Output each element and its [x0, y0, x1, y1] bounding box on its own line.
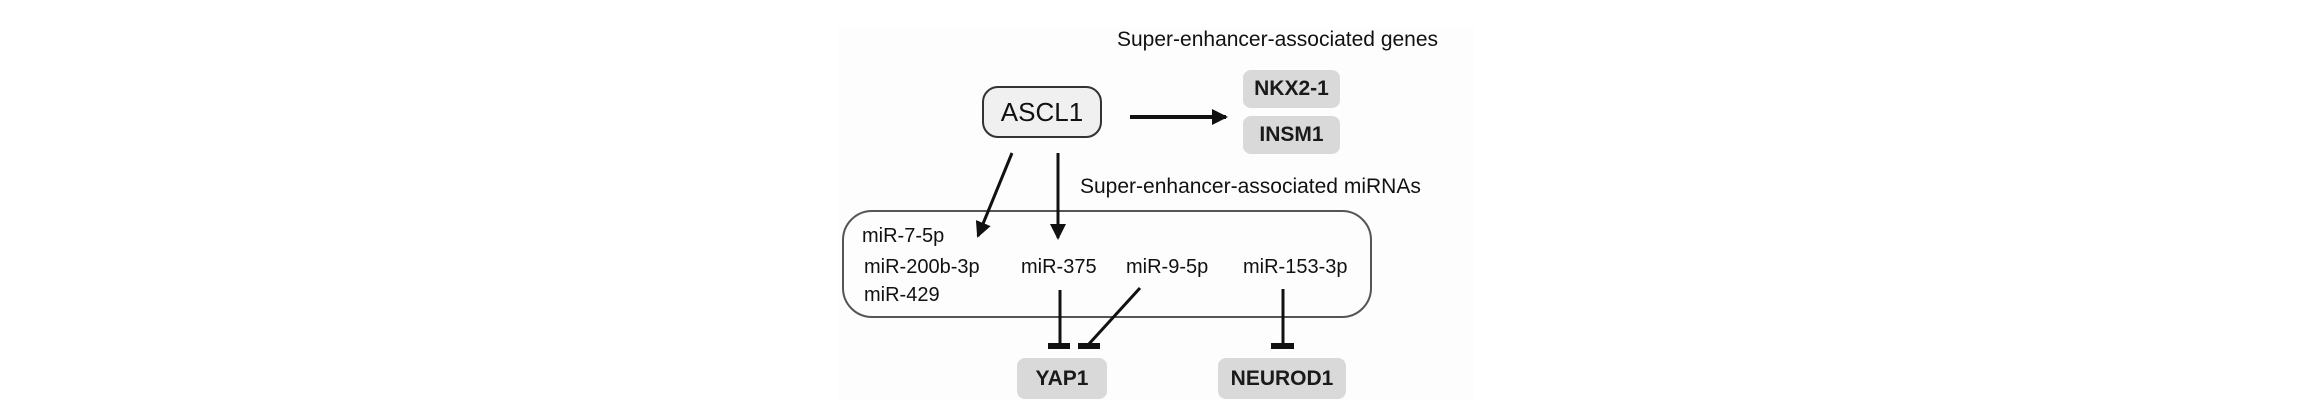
gene-node-neurod1: NEUROD1: [1218, 358, 1346, 399]
mirna-label-mir-429: miR-429: [864, 284, 940, 306]
mirna-label-mir-153-3p: miR-153-3p: [1243, 256, 1348, 278]
mirna-label-mir-375: miR-375: [1021, 256, 1097, 278]
gene-node-insm1: INSM1: [1243, 116, 1340, 154]
figure-panel: [838, 27, 1474, 401]
mirna-label-mir-200b-3p: miR-200b-3p: [864, 256, 980, 278]
gene-node-nkx2-1: NKX2-1: [1243, 70, 1340, 108]
mirna-section-title: Super-enhancer-associated miRNAs: [1080, 175, 1421, 198]
gene-section-title: Super-enhancer-associated genes: [1117, 28, 1439, 51]
mirna-label-mir-7-5p: miR-7-5p: [862, 225, 945, 247]
gene-node-yap1: YAP1: [1017, 358, 1107, 399]
mirna-label-mir-9-5p: miR-9-5p: [1126, 256, 1209, 278]
ascl1-node: ASCL1: [982, 86, 1102, 138]
